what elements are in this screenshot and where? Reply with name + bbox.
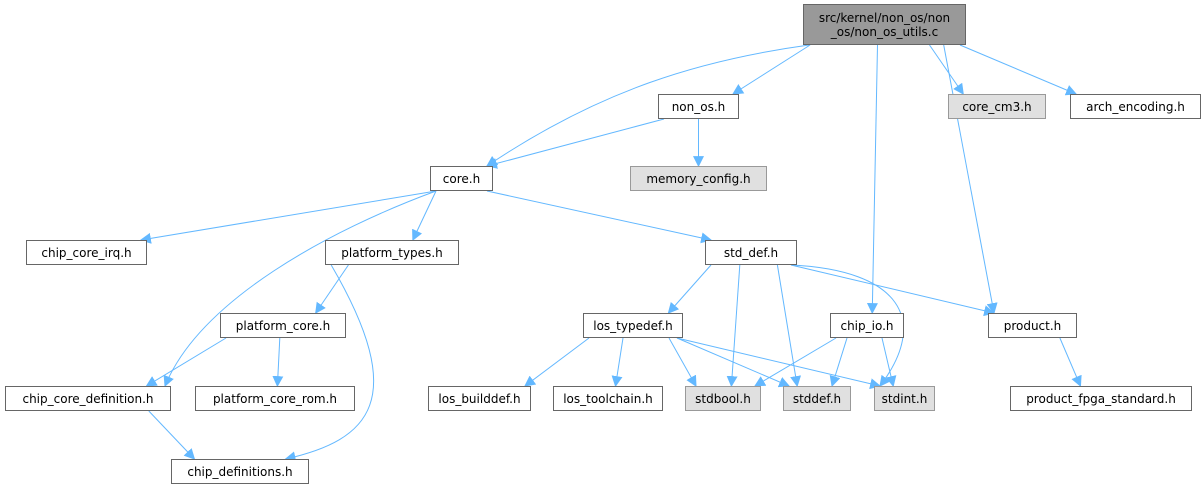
node-platform-core-rom-h[interactable]: platform_core_rom.h [195,386,355,411]
node-non-os-h[interactable]: non_os.h [658,94,739,119]
node-platform-types-h[interactable]: platform_types.h [325,240,459,265]
edge-root-to-arch-encoding-h [959,44,1078,96]
edge-chip-io-h-to-stddef-h [829,337,848,388]
edge-core-h-to-chip-core-irq-h [139,190,437,244]
edge-core-h-to-std-def-h [486,190,713,244]
edge-root-to-product-h [943,44,998,315]
node-chip-io-h[interactable]: chip_io.h [830,313,904,338]
edge-chip-io-h-to-stdbool-h [754,337,837,387]
node-stdint-h[interactable]: stdint.h [874,386,935,411]
node-chip-core-definition-h[interactable]: chip_core_definition.h [5,386,171,411]
node-stdbool-h[interactable]: stdbool.h [685,386,761,411]
edge-std-def-h-to-product-h [790,264,996,317]
edge-core-h-to-chip-core-definition-h [163,190,437,388]
node-arch-encoding-h[interactable]: arch_encoding.h [1070,94,1201,119]
edge-root-to-non-os-h [732,44,811,95]
edge-std-def-h-to-stddef-h [776,264,802,388]
edge-platform-types-h-to-platform-core-h [315,264,349,314]
edge-root-to-chip-io-h [866,44,878,315]
node-product-h[interactable]: product.h [988,313,1077,338]
edge-los-typedef-h-to-los-builddef-h [524,337,590,387]
node-std-def-h[interactable]: std_def.h [705,240,797,265]
node-los-builddef-h[interactable]: los_builddef.h [428,386,531,411]
node-root[interactable]: src/kernel/non_os/non _os/non_os_utils.c [803,4,966,45]
node-los-typedef-h[interactable]: los_typedef.h [583,313,683,338]
edge-std-def-h-to-los-typedef-h [667,264,712,314]
node-core-cm3-h[interactable]: core_cm3.h [948,94,1046,119]
node-chip-definitions-h[interactable]: chip_definitions.h [171,459,309,484]
edge-platform-types-h-to-chip-definitions-h [284,264,375,463]
edge-los-typedef-h-to-los-toolchain-h [611,337,624,388]
edge-platform-core-h-to-chip-core-definition-h [145,337,227,387]
node-platform-core-h[interactable]: platform_core.h [220,313,346,338]
edge-los-typedef-h-to-stdbool-h [668,337,697,387]
edge-chip-io-h-to-stdint-h [881,337,897,388]
node-core-h[interactable]: core.h [430,166,493,191]
edge-core-h-to-platform-types-h [412,190,437,241]
node-chip-core-irq-h[interactable]: chip_core_irq.h [26,240,147,265]
edge-root-to-core-cm3-h [929,44,964,95]
edge-non-os-h-to-core-h [485,118,665,169]
edge-los-typedef-h-to-stddef-h [676,337,791,388]
edge-std-def-h-to-stdint-h [790,264,904,387]
edge-root-to-core-h [486,44,810,167]
edge-product-h-to-product-fpga-standard-h [1059,337,1082,388]
node-product-fpga-standard-h[interactable]: product_fpga_standard.h [1010,386,1192,411]
node-stddef-h[interactable]: stddef.h [783,386,851,411]
edges-layer [139,44,1082,463]
edge-platform-core-h-to-platform-core-rom-h [272,337,284,388]
node-memory-config-h[interactable]: memory_config.h [630,166,767,191]
edge-chip-core-definition-h-to-chip-definitions-h [148,410,196,460]
edge-los-typedef-h-to-stdint-h [676,337,882,390]
node-los-toolchain-h[interactable]: los_toolchain.h [553,386,663,411]
edge-std-def-h-to-stdbool-h [726,264,741,388]
